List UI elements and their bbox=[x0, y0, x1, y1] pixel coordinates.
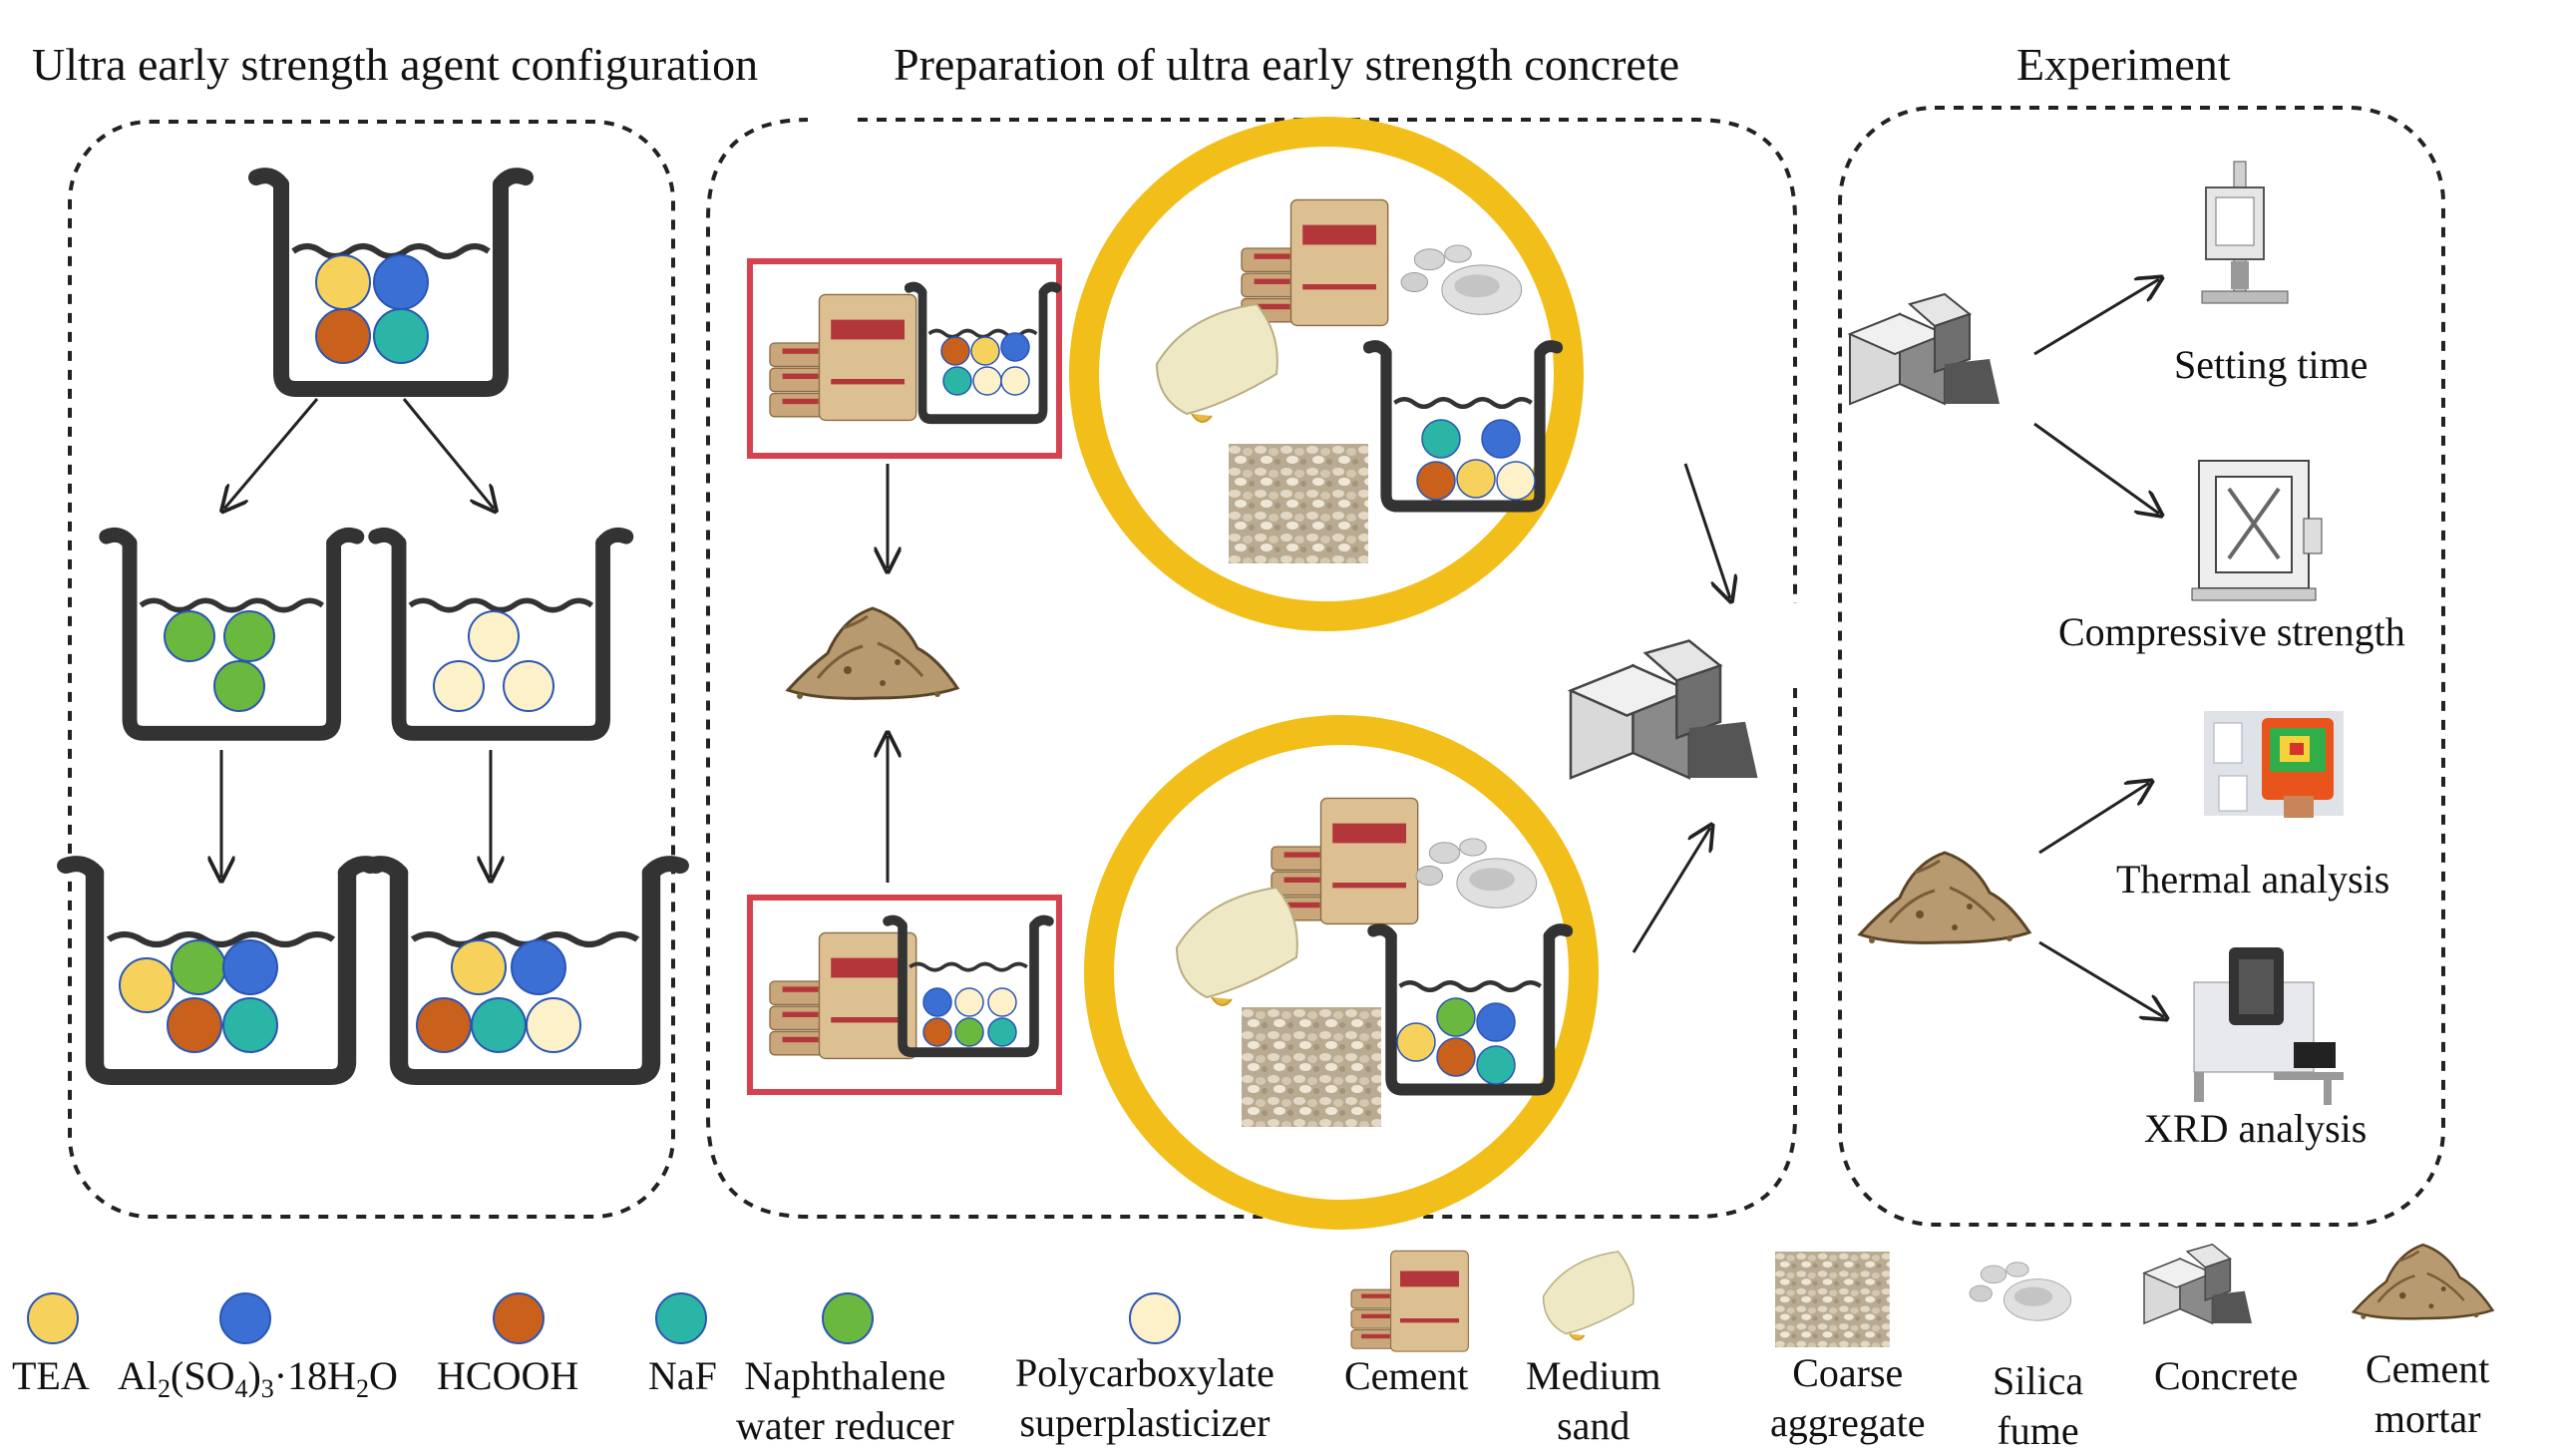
concrete-sample bbox=[1849, 293, 2001, 405]
arrow-to-setting-time bbox=[2033, 279, 2159, 356]
arrow-ring-top-to-concrete bbox=[1683, 463, 1730, 598]
mortar-heap bbox=[786, 606, 959, 701]
agent-configuration-panel bbox=[66, 120, 680, 1219]
arrow-split-right bbox=[402, 398, 494, 509]
legend-naf: NaF bbox=[648, 1353, 717, 1398]
legend-cement: Cement bbox=[1344, 1353, 1469, 1398]
title-agent-configuration: Ultra early strength agent configuration bbox=[32, 39, 759, 90]
legend-tea: TEA bbox=[12, 1353, 90, 1398]
beaker-agent-polycarboxylate bbox=[370, 864, 680, 1077]
beaker-top bbox=[256, 176, 526, 389]
concrete-mix-ring-bottom bbox=[1084, 715, 1599, 1230]
arrow-to-thermal bbox=[2038, 783, 2149, 855]
beaker-naphthalene bbox=[107, 535, 357, 733]
label-thermal-analysis: Thermal analysis bbox=[2116, 857, 2390, 902]
arrow-to-xrd bbox=[2038, 940, 2164, 1017]
legend-icons bbox=[27, 1243, 2494, 1352]
arrow-to-compressive bbox=[2033, 422, 2159, 514]
beaker-agent-naphthalene bbox=[66, 864, 376, 1077]
compression-machine-icon bbox=[2191, 460, 2323, 601]
preparation-panel bbox=[706, 117, 1797, 1230]
legend-aluminium-sulfate: Al2(SO4)3·18H2O bbox=[118, 1353, 398, 1403]
arrow-ring-bottom-to-concrete bbox=[1632, 828, 1710, 953]
concrete-block bbox=[1569, 639, 1759, 780]
beaker-polycarboxylate bbox=[376, 535, 626, 733]
arrow-split-left bbox=[224, 398, 319, 509]
xrd-instrument-icon bbox=[2193, 947, 2344, 1105]
mortar-mix-box-bottom bbox=[747, 895, 1062, 1095]
title-concrete-preparation: Preparation of ultra early strength conc… bbox=[894, 39, 1680, 90]
label-setting-time: Setting time bbox=[2174, 342, 2369, 387]
label-xrd-analysis: XRD analysis bbox=[2144, 1106, 2368, 1151]
title-experiment: Experiment bbox=[2016, 39, 2231, 90]
label-compressive-strength: Compressive strength bbox=[2058, 609, 2405, 654]
mortar-sample bbox=[1858, 851, 2031, 945]
legend-concrete: Concrete bbox=[2154, 1353, 2299, 1398]
legend-hcooh: HCOOH bbox=[437, 1353, 579, 1398]
thermal-camera-icon bbox=[2204, 711, 2344, 818]
experiment-panel bbox=[1838, 106, 2445, 1227]
mortar-mix-box-top bbox=[747, 258, 1062, 459]
vicat-apparatus-icon bbox=[2201, 161, 2289, 304]
concrete-mix-ring-top bbox=[1069, 117, 1584, 631]
